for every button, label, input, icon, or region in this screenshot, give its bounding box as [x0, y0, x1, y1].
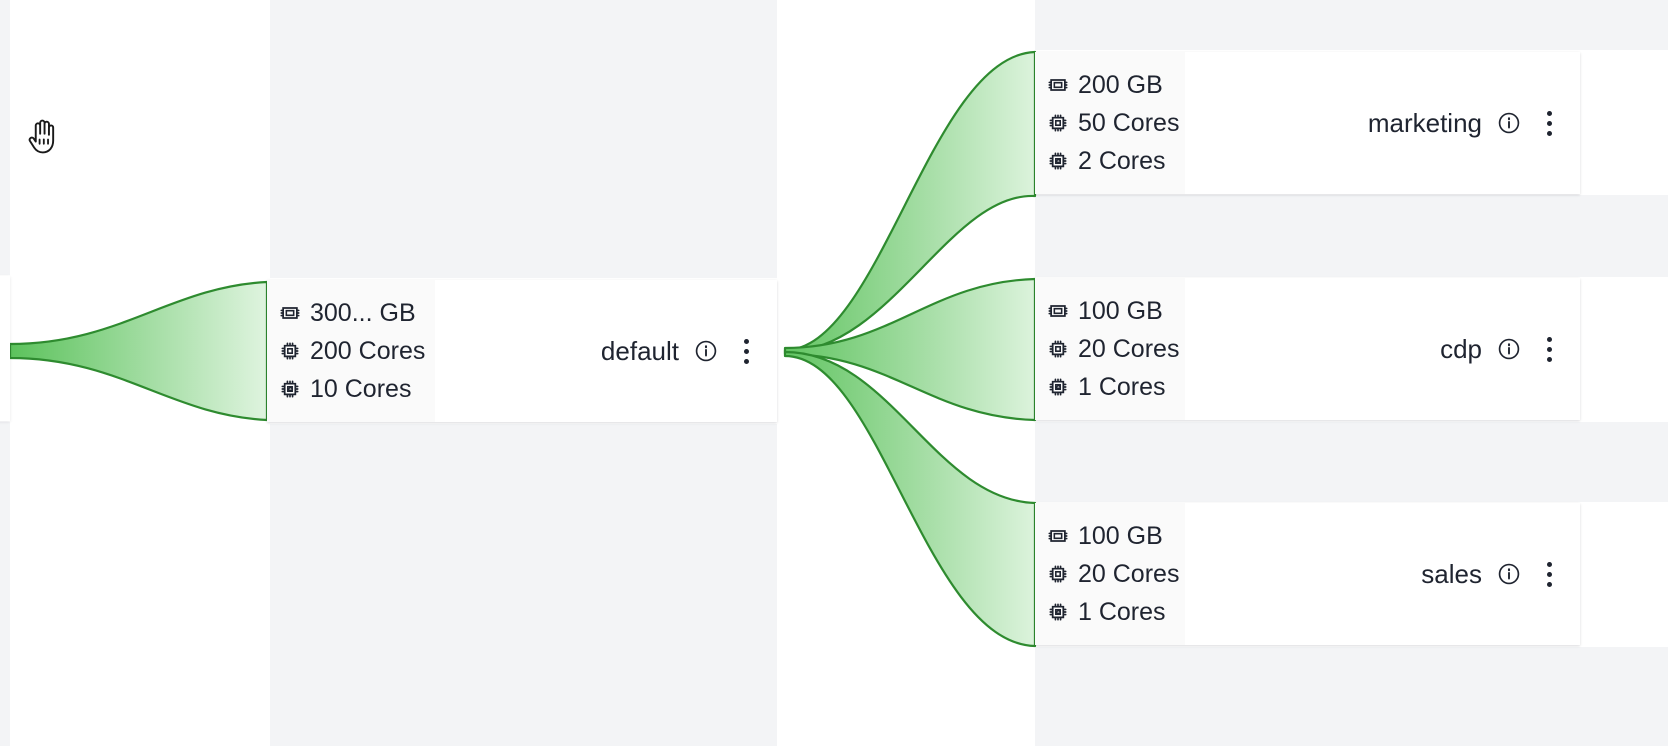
stat-row: 20 Cores [1047, 555, 1179, 593]
stat-value: 1 Cores [1078, 373, 1166, 401]
gpu-chip-icon [1047, 376, 1069, 398]
node-card-root-partial[interactable] [0, 276, 10, 421]
stat-row: 50 Cores [1047, 104, 1179, 142]
stat-row: 1 Cores [1047, 593, 1171, 631]
stat-row: 10 Cores [279, 370, 421, 408]
background-gutter [0, 0, 10, 275]
node-title-marketing: marketing [1367, 107, 1482, 138]
stat-value: 20 Cores [1078, 335, 1180, 363]
cpu-chip-icon [1047, 563, 1069, 585]
node-card-sales[interactable]: 100 GB 20 Cores 1 Cores sales [1035, 503, 1580, 645]
background-gutter [1035, 0, 1668, 50]
node-header-default: default [435, 280, 777, 422]
background-gutter [1035, 422, 1668, 502]
link-default-marketing [783, 50, 1037, 354]
cpu-chip-icon [1047, 338, 1069, 360]
stat-value: 300... GB [310, 299, 416, 327]
node-stats-cdp: 100 GB 20 Cores 1 Cores [1035, 278, 1185, 420]
stat-value: 200 Cores [310, 337, 426, 365]
info-circle-icon[interactable] [1496, 110, 1522, 136]
node-stats-marketing: 200 GB 50 Cores 2 Cores [1035, 52, 1185, 194]
background-gutter [270, 424, 777, 746]
link-root-default [8, 280, 269, 422]
node-title-default: default [600, 335, 679, 366]
link-default-sales [783, 350, 1037, 648]
memory-chip-icon [1047, 74, 1069, 96]
background-gutter [1035, 195, 1668, 277]
node-card-cdp[interactable]: 100 GB 20 Cores 1 Cores cdp [1035, 278, 1580, 420]
memory-chip-icon [1047, 300, 1069, 322]
info-circle-icon[interactable] [693, 338, 719, 364]
link-default-cdp [783, 277, 1037, 422]
grab-hand-cursor [22, 114, 66, 160]
node-stats-sales: 100 GB 20 Cores 1 Cores [1035, 503, 1185, 645]
gpu-chip-icon [279, 378, 301, 400]
node-card-marketing[interactable]: 200 GB 50 Cores 2 Cores marketing [1035, 52, 1580, 194]
gpu-chip-icon [1047, 601, 1069, 623]
gpu-chip-icon [1047, 150, 1069, 172]
memory-chip-icon [279, 302, 301, 324]
info-circle-icon[interactable] [1496, 561, 1522, 587]
stat-row: 200 Cores [279, 332, 425, 370]
stat-value: 100 GB [1078, 522, 1163, 550]
stat-row: 20 Cores [1047, 330, 1179, 368]
stat-row: 200 GB [1047, 66, 1171, 104]
stat-value: 10 Cores [310, 375, 412, 403]
node-title-cdp: cdp [1440, 333, 1482, 364]
stat-row: 100 GB [1047, 517, 1171, 555]
stat-value: 2 Cores [1078, 147, 1166, 175]
kebab-menu-icon[interactable] [1536, 559, 1562, 589]
stat-row: 1 Cores [1047, 368, 1171, 406]
stat-value: 200 GB [1078, 71, 1163, 99]
background-gutter [1035, 647, 1668, 746]
cpu-chip-icon [279, 340, 301, 362]
node-header-marketing: marketing [1185, 52, 1580, 194]
node-header-cdp: cdp [1185, 278, 1580, 420]
stat-row: 100 GB [1047, 292, 1171, 330]
node-header-sales: sales [1185, 503, 1580, 645]
stat-value: 100 GB [1078, 297, 1163, 325]
kebab-menu-icon[interactable] [1536, 108, 1562, 138]
node-title-sales: sales [1421, 558, 1482, 589]
background-gutter [0, 422, 10, 746]
stat-row: 2 Cores [1047, 142, 1171, 180]
kebab-menu-icon[interactable] [733, 336, 759, 366]
stat-value: 20 Cores [1078, 560, 1180, 588]
background-gutter [270, 0, 777, 278]
stat-value: 1 Cores [1078, 598, 1166, 626]
node-card-default[interactable]: 300... GB 200 Cores 10 Cores default [267, 280, 777, 422]
cpu-chip-icon [1047, 112, 1069, 134]
memory-chip-icon [1047, 525, 1069, 547]
node-stats-default: 300... GB 200 Cores 10 Cores [267, 280, 435, 422]
stat-row: 300... GB [279, 294, 421, 332]
stat-value: 50 Cores [1078, 109, 1180, 137]
kebab-menu-icon[interactable] [1536, 334, 1562, 364]
info-circle-icon[interactable] [1496, 336, 1522, 362]
